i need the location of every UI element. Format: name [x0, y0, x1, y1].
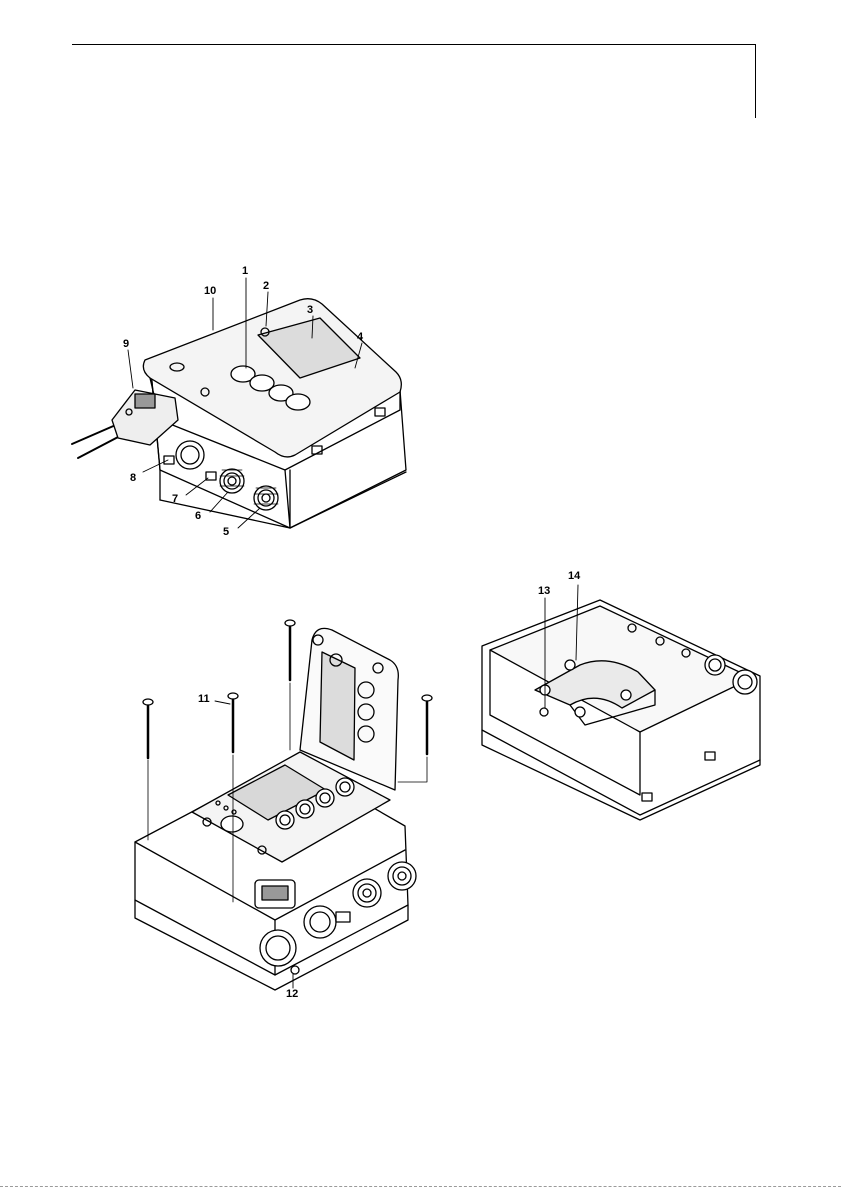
callout-1: 1 — [242, 265, 248, 277]
page-bottom-trim — [0, 1186, 841, 1187]
figure-assembled-device — [72, 278, 406, 528]
callout-4: 4 — [357, 331, 363, 343]
callout-13: 13 — [538, 585, 550, 597]
callout-12: 12 — [286, 988, 298, 1000]
callout-9: 9 — [123, 338, 129, 350]
callout-14: 14 — [568, 570, 580, 582]
figure-housing-base — [482, 585, 760, 820]
callout-8: 8 — [130, 472, 136, 484]
callout-5: 5 — [223, 526, 229, 538]
callout-7: 7 — [172, 493, 178, 505]
cable — [72, 424, 120, 458]
button — [286, 394, 310, 410]
callout-6: 6 — [195, 510, 201, 522]
callout-10: 10 — [204, 285, 216, 297]
callout-3: 3 — [307, 304, 313, 316]
callout-2: 2 — [263, 280, 269, 292]
figure-open-device — [135, 620, 432, 990]
callout-11: 11 — [198, 693, 210, 705]
